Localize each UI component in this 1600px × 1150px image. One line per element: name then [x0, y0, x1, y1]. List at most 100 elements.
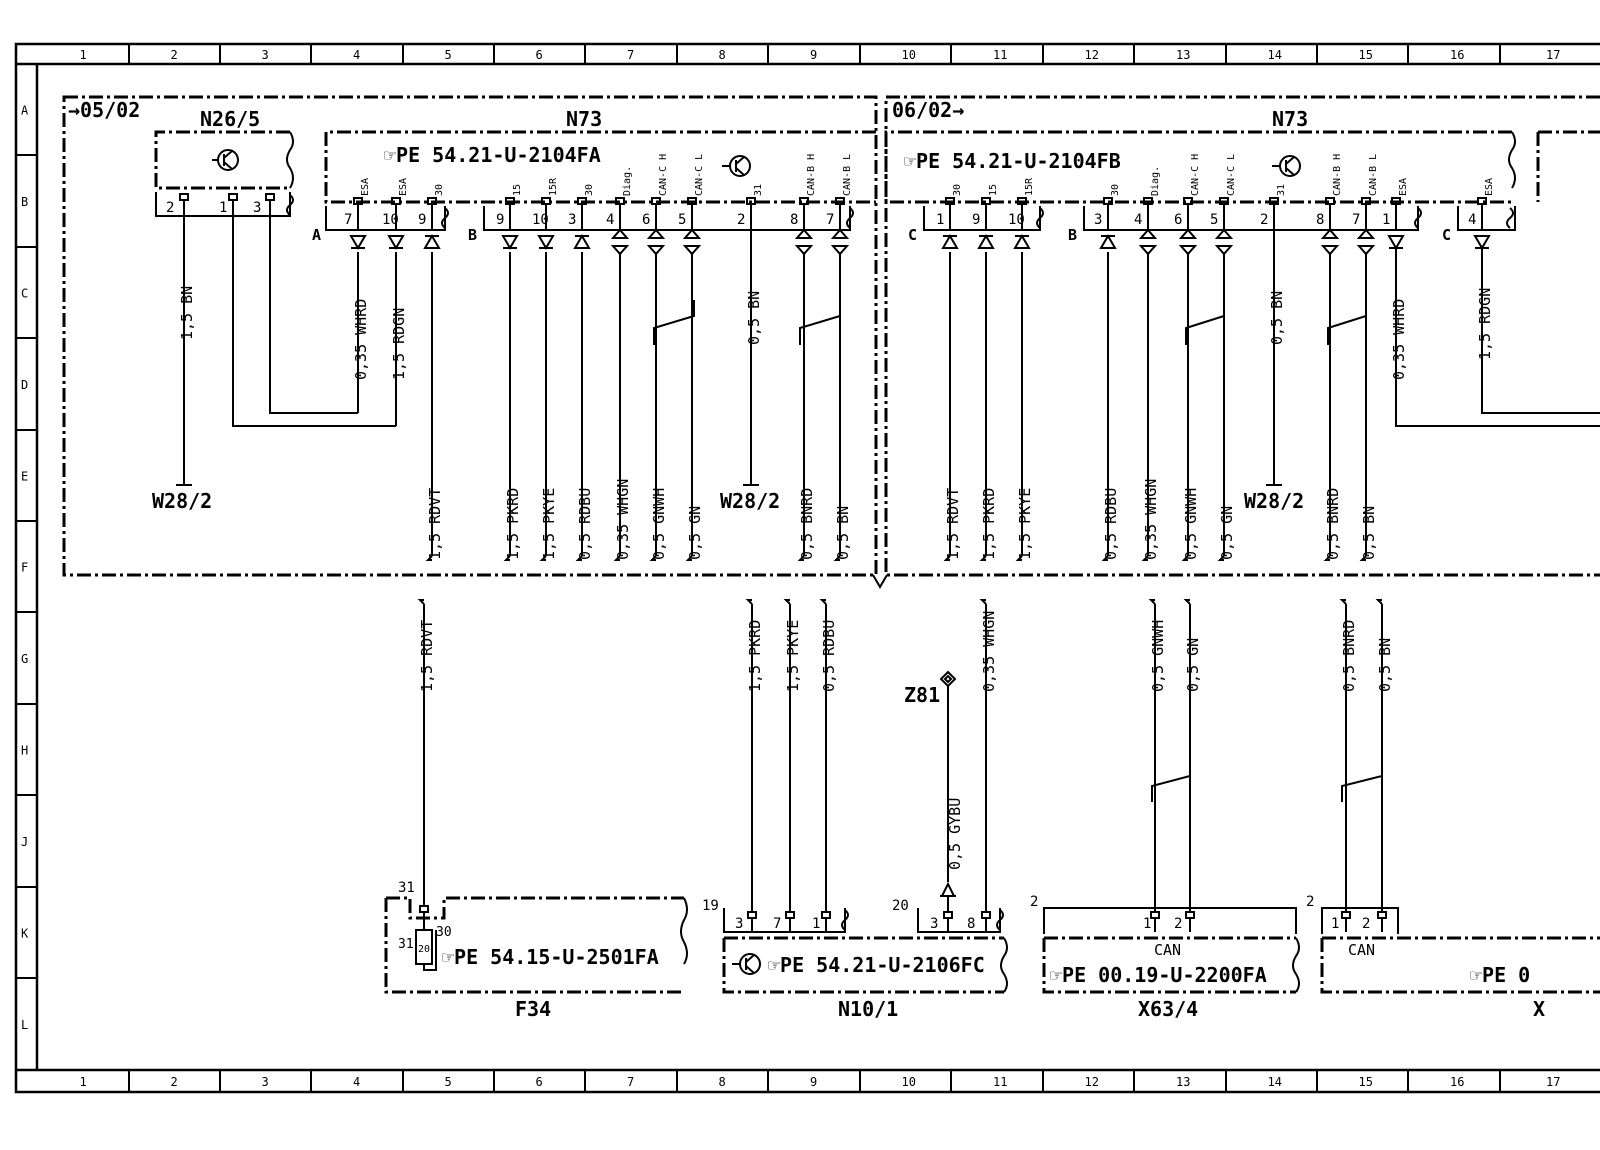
wire-label: 0,5 BN — [834, 506, 852, 560]
grid-col-label: 11 — [993, 1075, 1007, 1089]
n26-wires — [176, 216, 396, 486]
pin-signal: CAN-B L — [1368, 154, 1379, 196]
wire-label: 0,5 GN — [686, 506, 704, 560]
grid-row-label: F — [21, 561, 28, 575]
module-n73-left: N73 ☞PE 54.21-U-2104FA A B — [312, 107, 876, 244]
pin-number: 8 — [1316, 212, 1324, 228]
grid-col-label: 5 — [445, 48, 452, 62]
grid-col-label: 15 — [1359, 1075, 1373, 1089]
grid-row-label: J — [21, 835, 28, 849]
grid-col-label: 13 — [1176, 48, 1190, 62]
module-ref-n10-1: ☞PE 54.21-U-2106FC — [768, 953, 985, 977]
grid-col-label: 13 — [1176, 1075, 1190, 1089]
svg-text:19: 19 — [702, 898, 719, 914]
section-label-left: →05/02 — [68, 98, 140, 122]
pin-signal: 15 — [512, 184, 523, 196]
wire-label: 0,5 RDBU — [1102, 488, 1120, 560]
pin-number: 3 — [568, 212, 576, 228]
pin-signal: 30 — [952, 184, 963, 196]
grid-col-label: 12 — [1085, 1075, 1099, 1089]
wire-label: 0,5 BNRD — [1340, 620, 1358, 692]
pin-signal: ESA — [1398, 178, 1409, 196]
wire-label: 0,5 BN — [1268, 291, 1286, 345]
pin-number: 8 — [790, 212, 798, 228]
module-x-cutoff: 2 1 2 CAN ☞PE 0 X — [1306, 894, 1600, 1021]
pin-signal: Diag. — [1150, 166, 1161, 196]
svg-text:2: 2 — [166, 200, 174, 216]
pin-signal: 30 — [1110, 184, 1121, 196]
wire-label: 1,5 PKRD — [504, 488, 522, 560]
wire-label: 1,5 RDVT — [426, 488, 444, 560]
grid-col-label: 7 — [627, 48, 634, 62]
svg-text:2: 2 — [1362, 916, 1370, 932]
svg-text:3: 3 — [930, 916, 938, 932]
svg-text:20: 20 — [418, 944, 430, 955]
pin-number: 10 — [1008, 212, 1025, 228]
wire-label: 1,5 PKRD — [746, 620, 764, 692]
pin-number: 4 — [1134, 212, 1142, 228]
module-x63-4: 2 1 2 CAN ☞PE 00.19-U-2200FA X63/4 — [1030, 894, 1300, 1021]
grid-col-label: 14 — [1268, 48, 1282, 62]
grid-col-label: 6 — [536, 1075, 543, 1089]
grid-col-label: 12 — [1085, 48, 1099, 62]
pin-number: 4 — [1468, 212, 1476, 228]
wire-label: 0,5 BN — [745, 291, 763, 345]
module-f34: 31 30 31 20 ☞PE 54.15-U-2501FA F34 — [384, 880, 688, 1021]
module-n10-1: 19 20 3 7 1 3 8 ☞PE 54.21-U-2106FC N10/1 — [702, 898, 1008, 1021]
svg-text:7: 7 — [773, 916, 781, 932]
pin-signal: CAN-B L — [842, 154, 853, 196]
grid-col-label: 16 — [1450, 48, 1464, 62]
pin-number: 6 — [1174, 212, 1182, 228]
grid-row-label: G — [21, 652, 28, 666]
grid-col-label: 3 — [262, 1075, 269, 1089]
wire-label: 0,5 BN — [1376, 638, 1394, 692]
wire-label: 1,5 PKYE — [784, 620, 802, 692]
grid-row-label: A — [21, 104, 29, 118]
pin-number: 5 — [1210, 212, 1218, 228]
svg-text:A: A — [312, 226, 321, 244]
section-left-border — [62, 95, 878, 577]
module-name-x-cut: X — [1533, 997, 1545, 1021]
pin-number: 4 — [606, 212, 614, 228]
module-name-n10-1: N10/1 — [838, 997, 898, 1021]
grid-col-label: 2 — [171, 48, 178, 62]
module-n73-right: N73 ☞PE 54.21-U-2104FB C B C — [884, 107, 1600, 244]
grid-col-label: 1 — [80, 1075, 87, 1089]
module-name-n73-left: N73 — [566, 107, 602, 131]
module-name-n73-right: N73 — [1272, 107, 1308, 131]
svg-text:30: 30 — [436, 925, 452, 940]
svg-text:C: C — [1442, 226, 1451, 244]
wire-label: 0,35 WHRD — [1390, 299, 1408, 380]
wire-label: 0,35 WHGN — [614, 479, 632, 560]
pin-number: 6 — [642, 212, 650, 228]
wire-label: 1,5 RDGN — [1476, 288, 1494, 360]
wire-label: 1,5 RDVT — [944, 488, 962, 560]
wire-label: 0,5 BN — [1360, 506, 1378, 560]
pin-number: 3 — [1094, 212, 1102, 228]
pin-number: 10 — [532, 212, 549, 228]
transistor-icon — [732, 953, 761, 975]
pin-number: 1 — [1382, 212, 1390, 228]
pin-number: 7 — [344, 212, 352, 228]
svg-text:2: 2 — [1030, 894, 1038, 910]
pin-number: 9 — [496, 212, 504, 228]
ground-z81: Z81 — [904, 683, 940, 707]
grid-col-label: 6 — [536, 48, 543, 62]
wire-label: 0,5 GNWH — [1149, 620, 1167, 692]
module-ref-x-cut: ☞PE 0 — [1470, 963, 1530, 987]
pin-signal: 15R — [1024, 177, 1035, 196]
wire-label: 0,35 WHRD — [352, 299, 370, 380]
wire-label: 0,5 GNWH — [650, 488, 668, 560]
wire-label: 0,5 BNRD — [1324, 488, 1342, 560]
grid-row-label: C — [21, 287, 28, 301]
module-ref-n73-left: ☞PE 54.21-U-2104FA — [384, 143, 601, 167]
svg-text:1: 1 — [1331, 916, 1339, 932]
wire-label-gybu: 0,5 GYBU — [946, 798, 964, 870]
grid-col-label: 8 — [719, 48, 726, 62]
svg-text:3: 3 — [735, 916, 743, 932]
